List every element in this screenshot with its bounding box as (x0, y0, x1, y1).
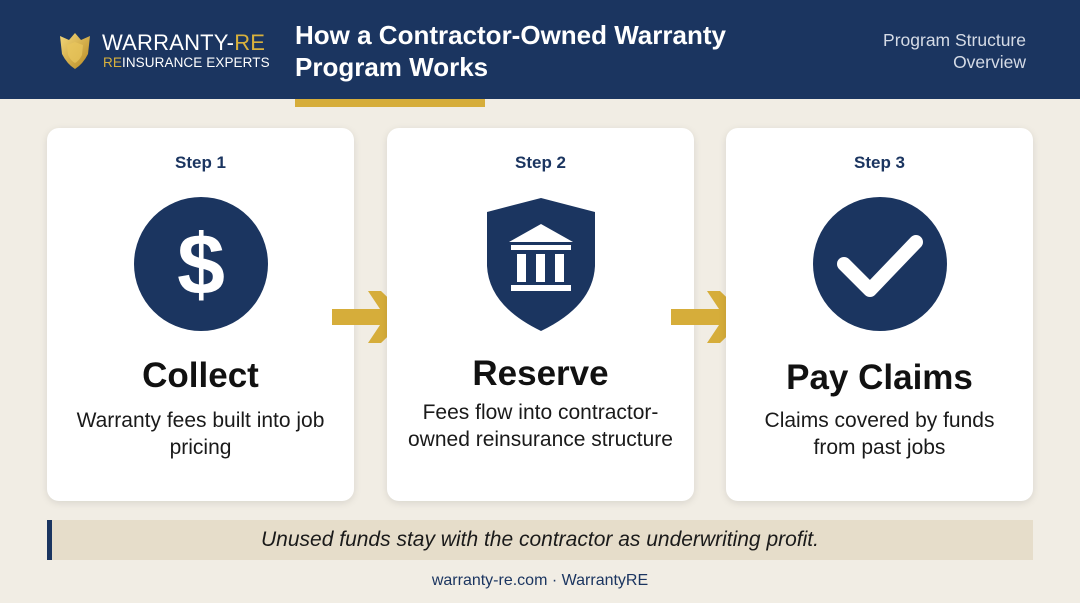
check-circle-icon (813, 197, 947, 331)
step-description: Fees flow into contractor-owned reinsura… (408, 401, 673, 451)
brand-tagline: REINSURANCE EXPERTS (103, 55, 270, 70)
step-description: Claims covered by funds from past jobs (764, 409, 995, 459)
step-title: Collect (142, 356, 259, 395)
step-label: Step 1 (174, 153, 227, 172)
brand-name: WARRANTY-RE (102, 30, 266, 55)
banner-accent-bar (47, 520, 52, 560)
bank-shield-icon (487, 198, 595, 331)
section-tag: Program Structure Overview (883, 30, 1026, 72)
step-card-collect: Step 1 $ Collect Warranty fees built int… (47, 128, 354, 501)
brand-logo[interactable]: WARRANTY-RE REINSURANCE EXPERTS (57, 30, 272, 76)
step-title: Reserve (472, 354, 609, 393)
step-title: Pay Claims (786, 358, 973, 397)
step-label: Step 3 (853, 153, 906, 172)
step-description: Warranty fees built into job pricing (76, 409, 325, 459)
step-card-reserve: Step 2 Reserve Fees flow into contractor… (387, 128, 694, 501)
dollar-sign-icon: $ (134, 197, 268, 331)
page-title: How a Contractor-Owned Warranty Program … (295, 20, 726, 82)
shield-icon (60, 33, 90, 69)
footer-link[interactable]: warranty-re.com · WarrantyRE (431, 572, 649, 589)
header-bar: WARRANTY-RE REINSURANCE EXPERTS How a Co… (0, 0, 1080, 99)
step-label: Step 2 (514, 153, 567, 172)
profit-banner: Unused funds stay with the contractor as… (47, 520, 1033, 560)
svg-text:$: $ (177, 217, 225, 313)
step-card-pay-claims: Step 3 Pay Claims Claims covered by fund… (726, 128, 1033, 501)
title-underline (295, 99, 485, 107)
banner-text: Unused funds stay with the contractor as… (261, 528, 819, 551)
